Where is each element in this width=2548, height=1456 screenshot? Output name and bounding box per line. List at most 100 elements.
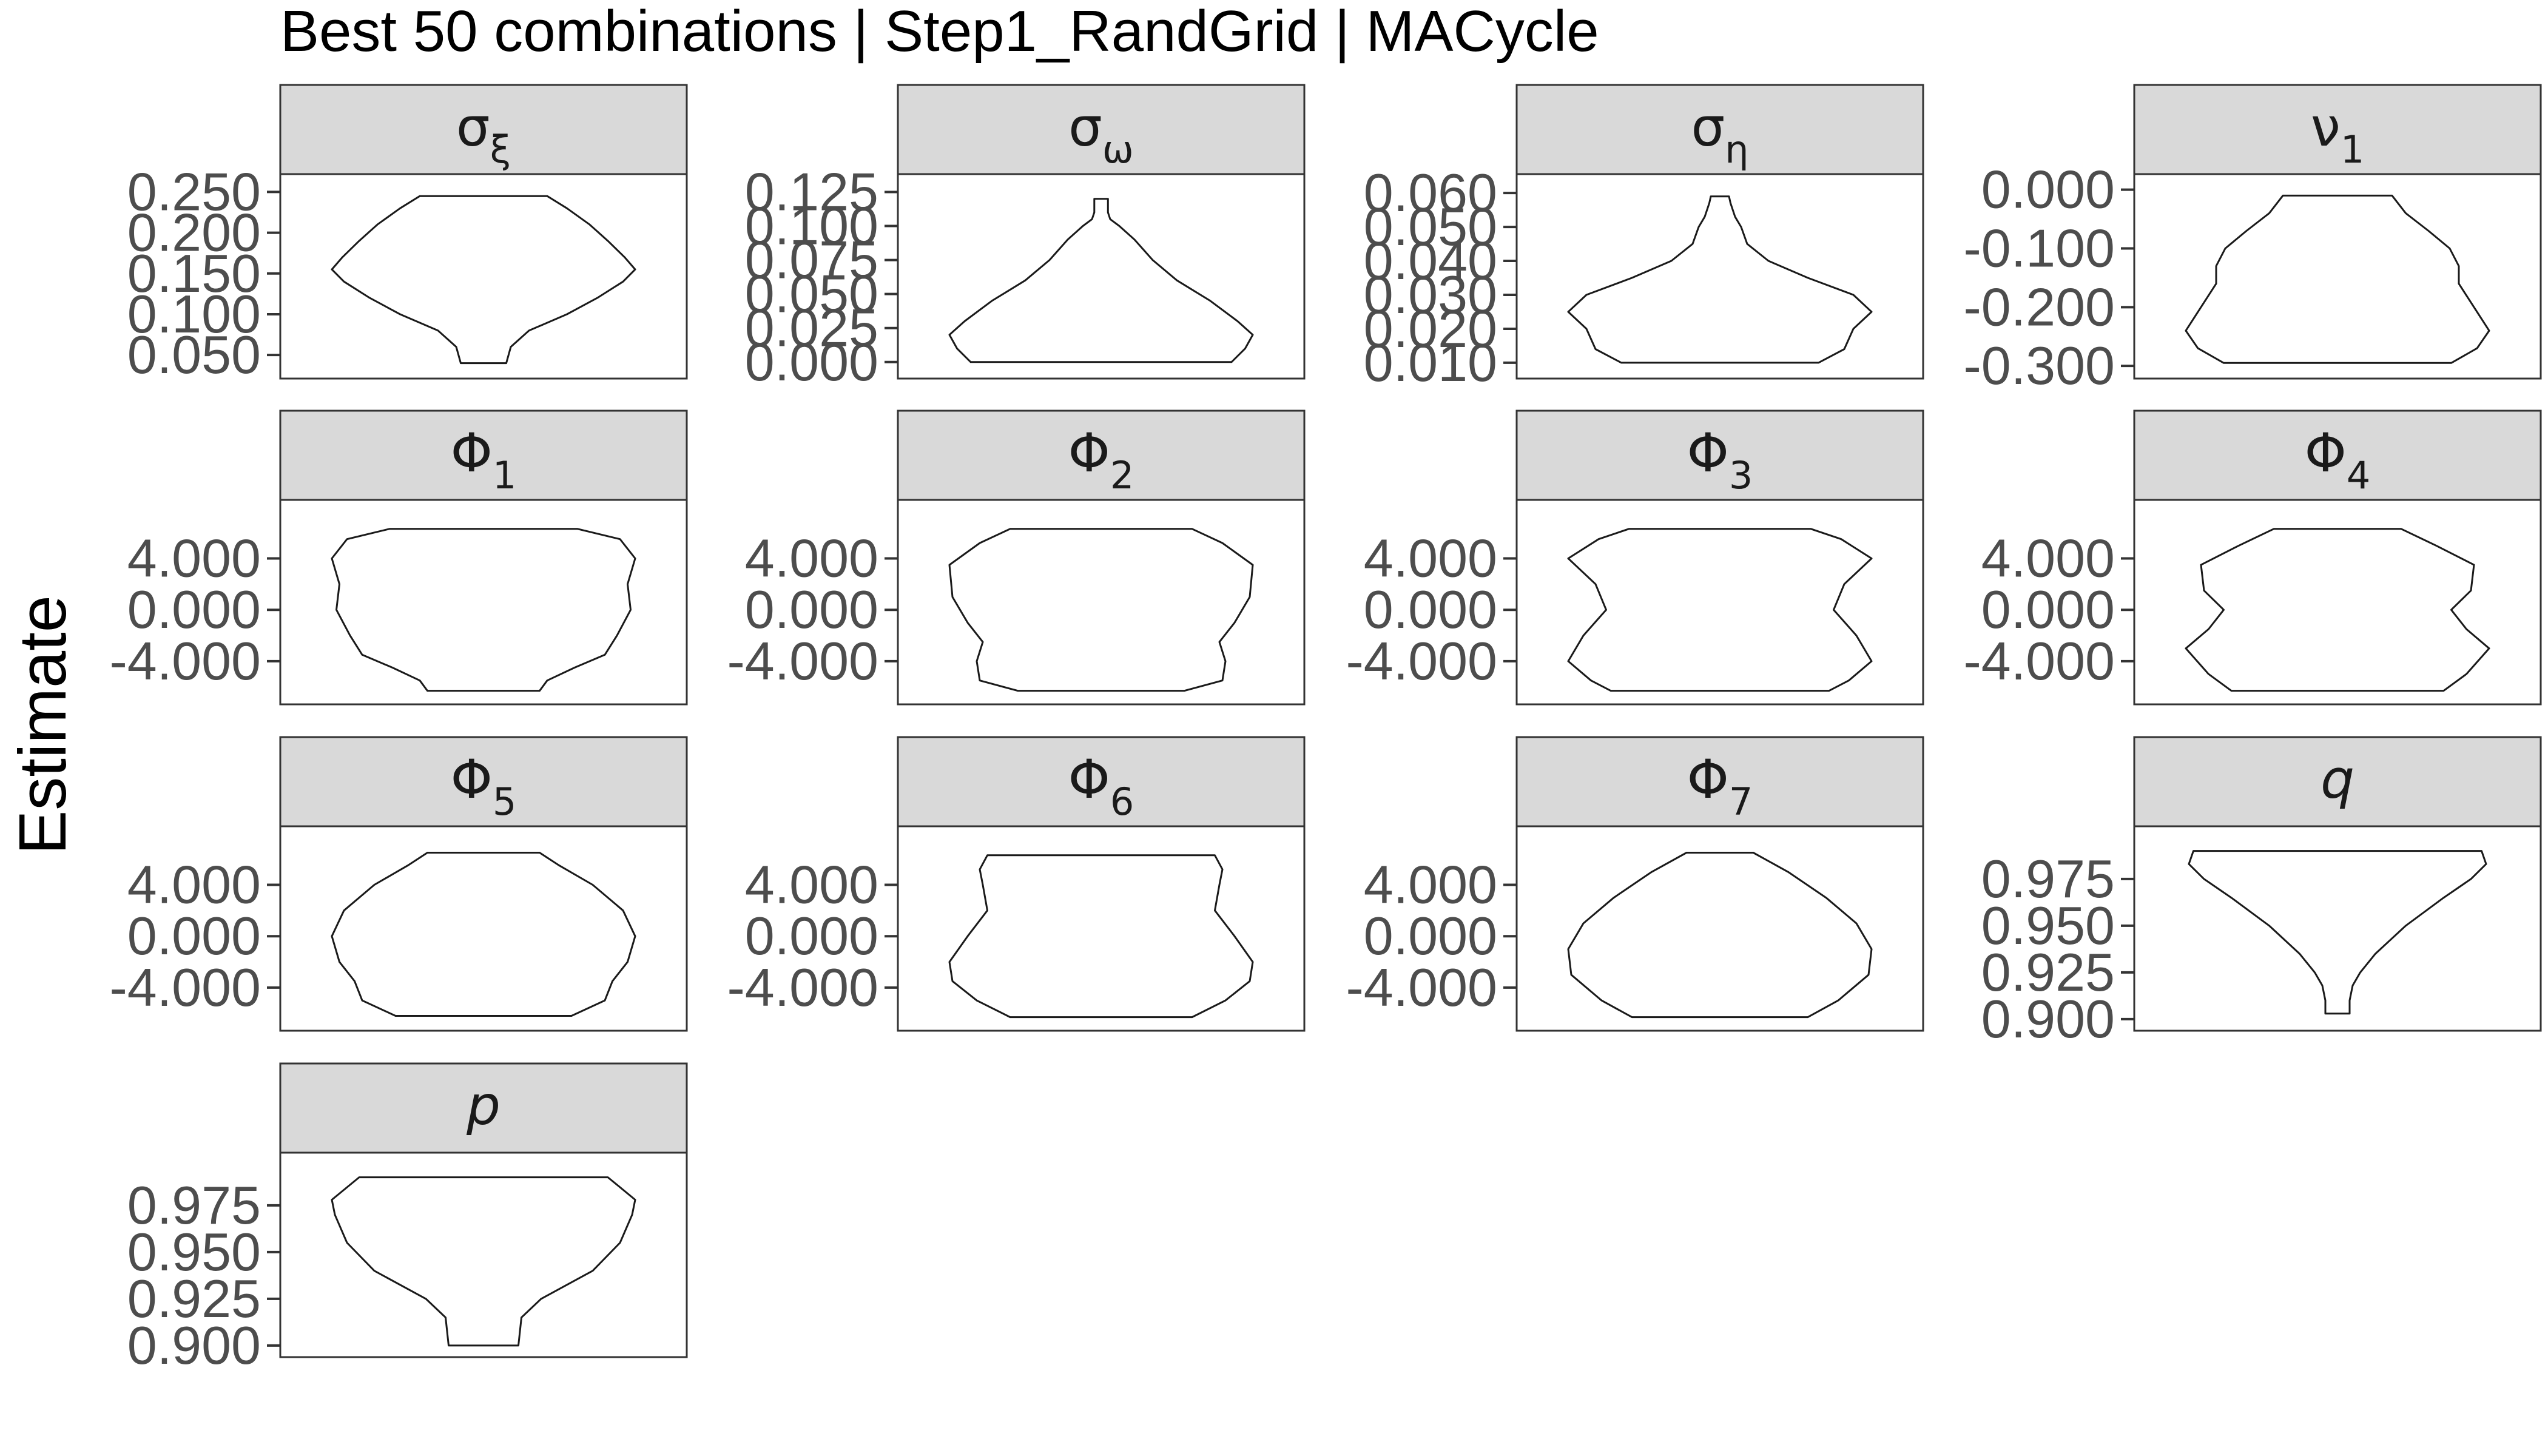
y-tick-label: -4.000 <box>109 957 261 1017</box>
violin-shape <box>1567 852 1873 1019</box>
y-tick-label: 0.975 <box>1981 849 2115 909</box>
y-tick-label: 0.000 <box>1364 579 1497 639</box>
facet-strip-label: Φ6 <box>1068 748 1134 824</box>
facet-strip-label: Φ3 <box>1687 422 1753 497</box>
facet-strip <box>2133 84 2542 175</box>
y-tick-label: 0.975 <box>127 1175 261 1235</box>
facet-strip <box>2133 736 2542 827</box>
y-tick-label: 0.050 <box>745 264 878 324</box>
facet-strip <box>1515 410 1924 501</box>
y-tick-label: 0.040 <box>1364 231 1497 291</box>
y-tick-label: 0.925 <box>1981 942 2115 1002</box>
y-tick-label: 0.950 <box>1981 895 2115 956</box>
facet-strip-label: Φ1 <box>451 422 517 497</box>
y-tick-label: 0.075 <box>745 230 878 290</box>
violin-shape <box>331 1176 636 1347</box>
y-tick-label: -4.000 <box>109 631 261 691</box>
facet-strip <box>897 736 1306 827</box>
y-tick-label: 0.050 <box>1364 197 1497 257</box>
y-tick-label: 4.000 <box>745 854 878 914</box>
facet-strip-label: q <box>2320 748 2354 811</box>
y-tick-label: 0.030 <box>1364 265 1497 325</box>
violin-shape <box>331 528 636 692</box>
y-tick-label: 4.000 <box>127 528 261 588</box>
facet-strip-label: Φ2 <box>1068 422 1134 497</box>
y-tick-label: 0.000 <box>1981 579 2115 639</box>
facet-panels: σξ0.0500.1000.1500.2000.250σω0.0000.0250… <box>109 84 2542 1375</box>
y-tick-label: 0.000 <box>745 332 878 392</box>
y-tick-label: 0.010 <box>1364 332 1497 393</box>
y-tick-label: 4.000 <box>127 854 261 914</box>
violin-shape <box>2185 194 2490 364</box>
y-tick-label: 4.000 <box>1364 854 1497 914</box>
facet-strip <box>279 1062 688 1154</box>
facet-strip-label: Φ4 <box>2305 422 2371 497</box>
y-tick-label: 0.950 <box>127 1222 261 1282</box>
y-tick-label: 0.060 <box>1364 163 1497 223</box>
facet-strip <box>279 410 688 501</box>
violin-shape <box>331 852 636 1017</box>
facet-strip <box>1515 84 1924 175</box>
y-tick-label: 0.020 <box>1364 298 1497 359</box>
y-tick-label: 0.000 <box>1364 906 1497 966</box>
violin-shape <box>331 195 636 365</box>
y-tick-label: 4.000 <box>1364 528 1497 588</box>
violin-shape <box>948 198 1254 363</box>
y-tick-label: -4.000 <box>727 957 878 1017</box>
facet-strip <box>897 410 1306 501</box>
violin-shape <box>948 528 1254 692</box>
violin-shape <box>1567 195 1873 364</box>
y-tick-label: 0.925 <box>127 1269 261 1329</box>
facet-strip <box>2133 410 2542 501</box>
y-tick-label: -4.000 <box>1346 631 1497 691</box>
y-tick-label: -4.000 <box>1346 957 1497 1017</box>
y-tick-label: 0.900 <box>127 1315 261 1375</box>
y-tick-label: 0.250 <box>127 161 261 221</box>
facet-strip <box>279 736 688 827</box>
facet-strip-label: Φ7 <box>1687 748 1753 824</box>
facet-strip <box>279 84 688 175</box>
y-tick-label: 0.100 <box>745 196 878 256</box>
facet-strip-label: σξ <box>456 96 511 172</box>
y-tick-label: 0.900 <box>1981 989 2115 1049</box>
y-tick-label: 0.000 <box>127 906 261 966</box>
violin-shape <box>948 854 1254 1019</box>
y-tick-label: 0.025 <box>745 298 878 358</box>
y-tick-label: 0.000 <box>1981 160 2115 220</box>
y-tick-label: -0.200 <box>1963 277 2115 337</box>
violin-shape <box>2188 850 2487 1015</box>
facet-strip-label: Φ5 <box>451 748 517 824</box>
y-tick-label: 4.000 <box>745 528 878 588</box>
y-tick-label: 0.200 <box>127 203 261 263</box>
y-tick-label: 4.000 <box>1981 528 2115 588</box>
facet-strip-label: ση <box>1691 96 1748 172</box>
y-tick-label: -0.300 <box>1963 335 2115 396</box>
y-tick-label: 0.000 <box>745 906 878 966</box>
y-tick-label: -4.000 <box>1963 631 2115 691</box>
y-tick-label: 0.100 <box>127 284 261 344</box>
chart-title: Best 50 combinations | Step1_RandGrid | … <box>280 0 1599 64</box>
violin-shape <box>2185 528 2490 692</box>
y-tick-label: 0.050 <box>127 325 261 385</box>
facet-strip-label: ν1 <box>2311 96 2365 172</box>
y-tick-label: 0.150 <box>127 243 261 303</box>
y-tick-label: -4.000 <box>727 631 878 691</box>
facet-strip-label: σω <box>1068 96 1134 172</box>
y-tick-label: 0.000 <box>745 579 878 639</box>
y-tick-label: 0.000 <box>127 579 261 639</box>
facet-strip-label: p <box>466 1074 500 1137</box>
violin-shape <box>1567 528 1873 692</box>
